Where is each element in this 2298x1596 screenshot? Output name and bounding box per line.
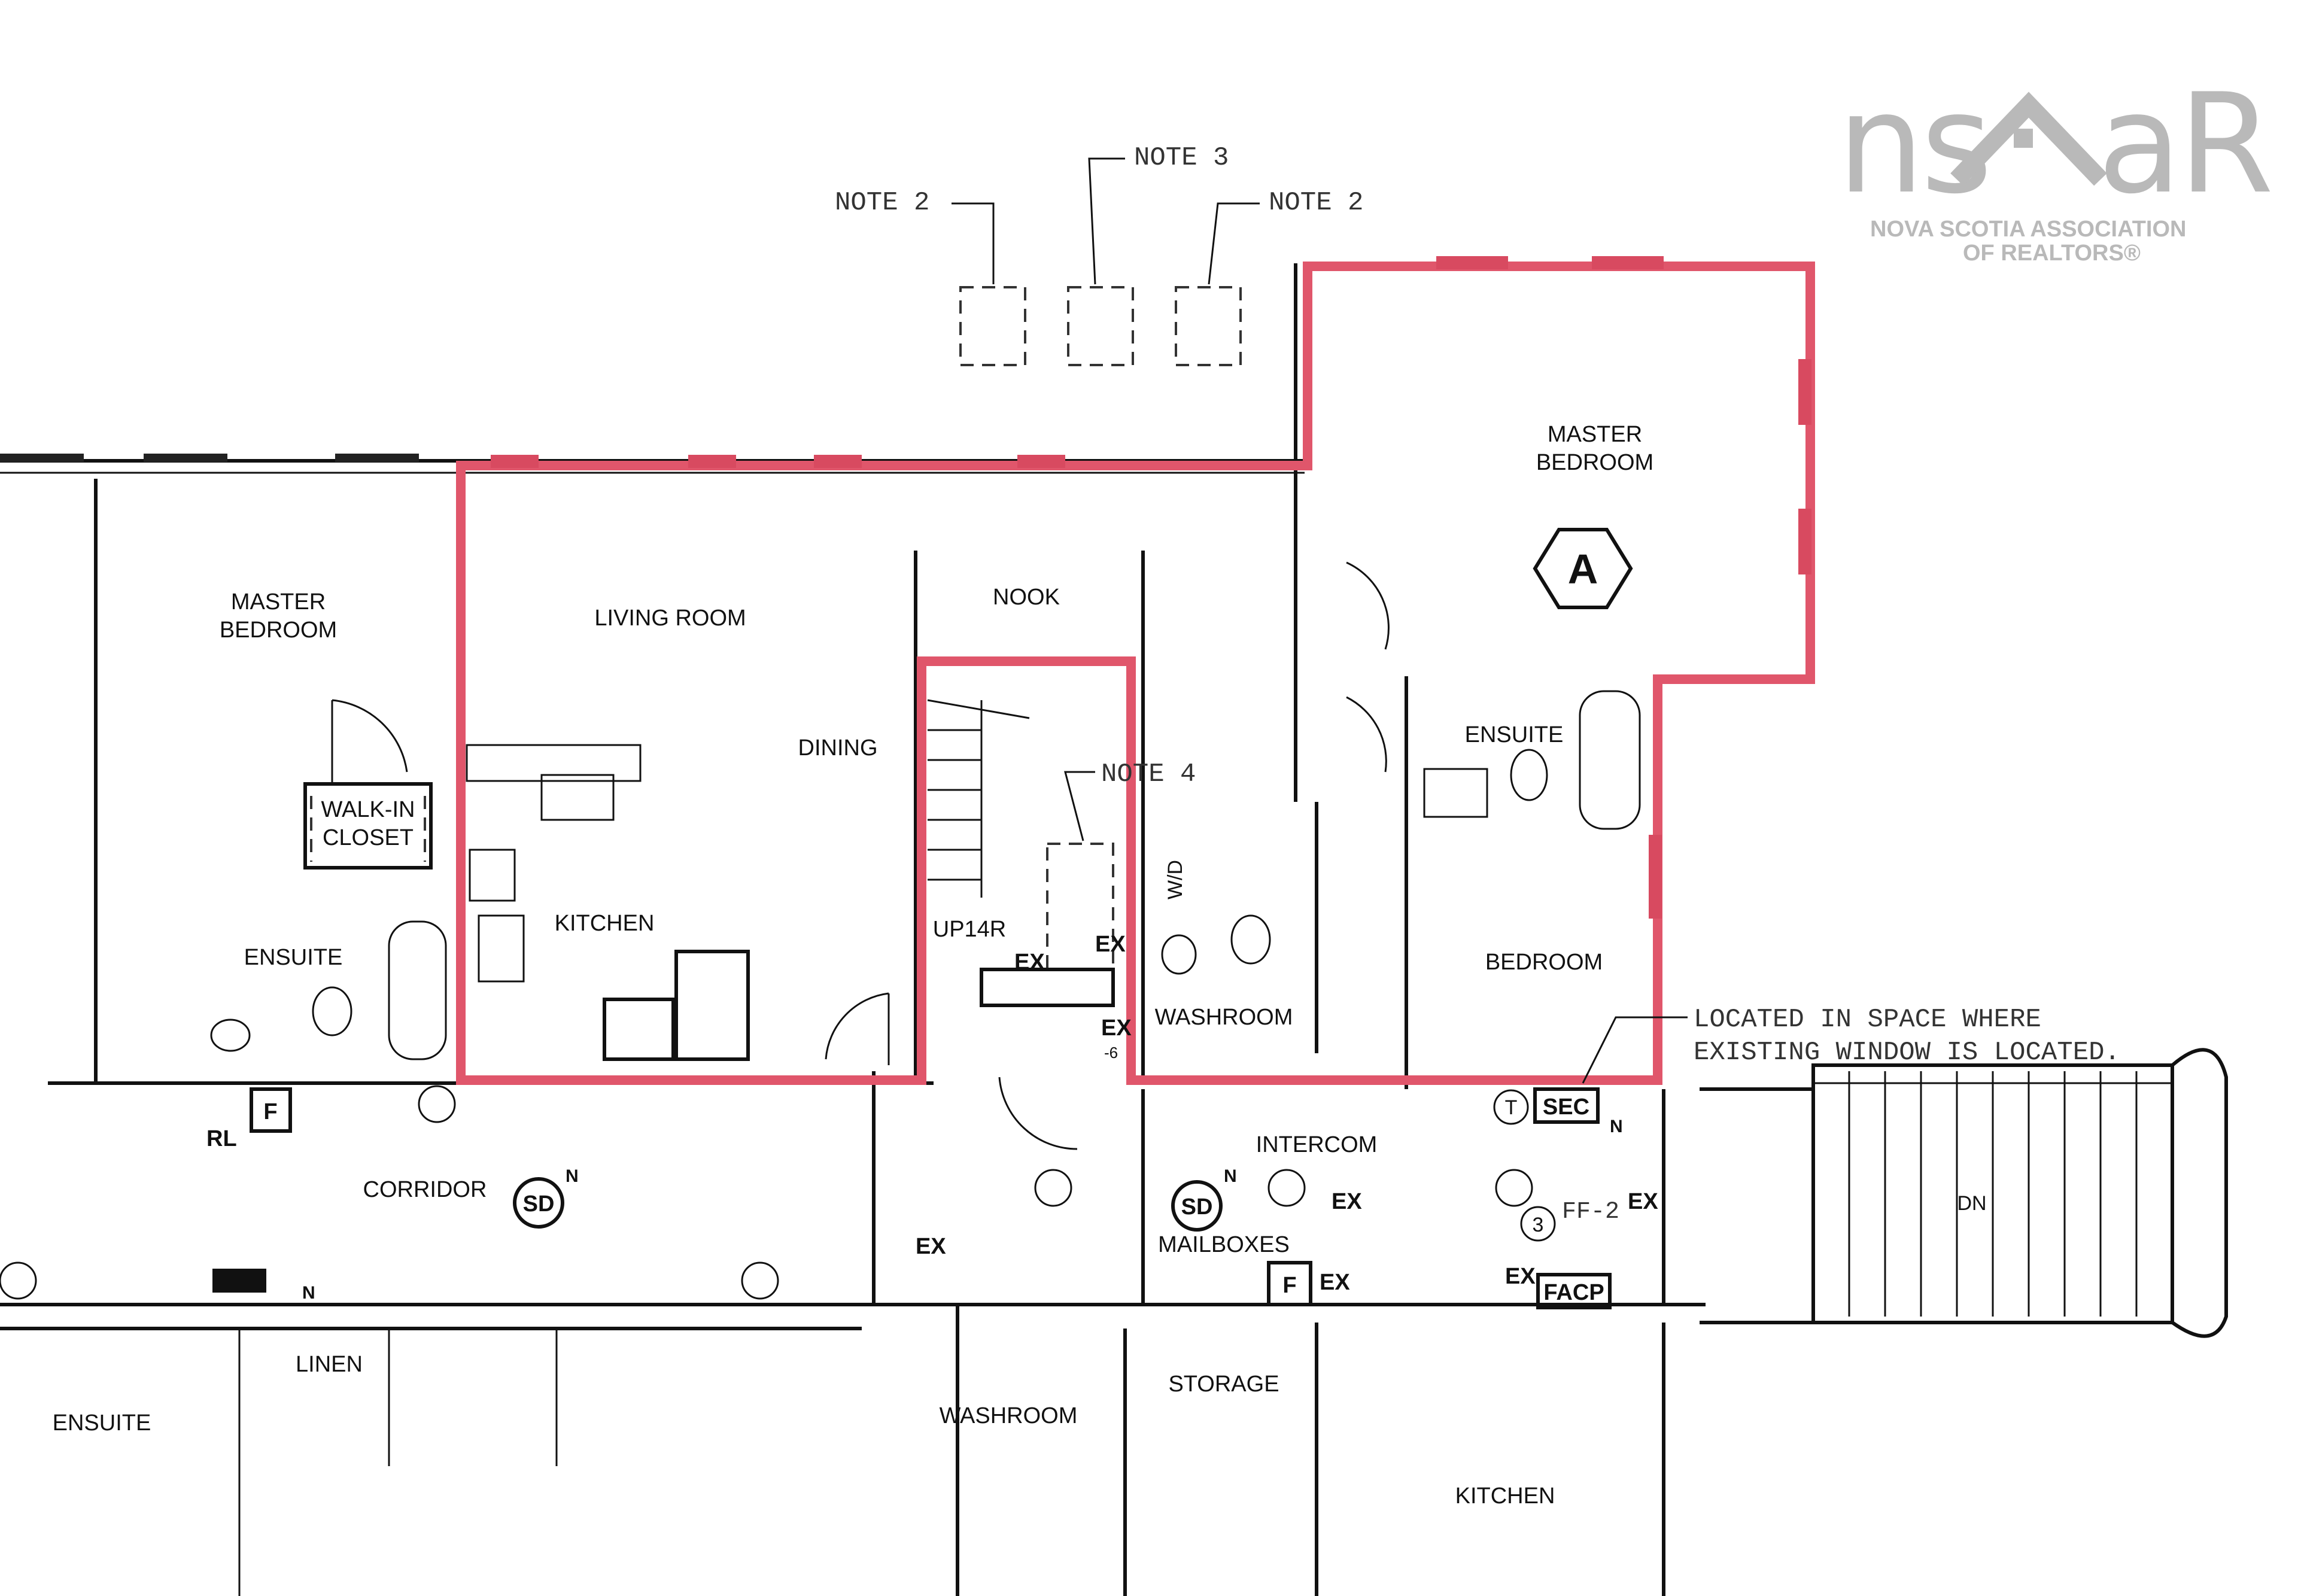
corridor-label: CORRIDOR — [363, 1177, 487, 1202]
kitchen-bottom-label: KITCHEN — [1455, 1483, 1555, 1509]
note-3: NOTE 3 — [1134, 143, 1229, 173]
ex-label: EX — [916, 1234, 946, 1259]
plan-notes: NOTE 4 LOCATED IN SPACE WHERE EXISTING W… — [1064, 759, 2120, 1084]
room-labels: MASTER BEDROOM LIVING ROOM NOOK MASTER B… — [53, 422, 1987, 1509]
window-note-line1: LOCATED IN SPACE WHERE — [1694, 1005, 2041, 1035]
sd-n-label: N — [566, 1166, 579, 1186]
f-label: F — [1282, 1273, 1296, 1298]
smoke-detector-icon — [1171, 1180, 1223, 1232]
notes-top: NOTE 2 NOTE 3 NOTE 2 — [835, 143, 1363, 366]
security-panel-icon — [1533, 1087, 1600, 1124]
light-fixture-icon — [1495, 1169, 1533, 1207]
master-bedroom-right-line2: BEDROOM — [1536, 450, 1653, 475]
note-box — [959, 286, 1026, 366]
dn-label: DN — [1957, 1192, 1986, 1215]
smoke-detector-icon — [513, 1177, 564, 1229]
bedroom-label: BEDROOM — [1485, 950, 1603, 975]
ensuite-bottom-label: ENSUITE — [53, 1410, 151, 1436]
washroom-bottom-label: WASHROOM — [940, 1403, 1078, 1428]
unit-marker: A — [1533, 528, 1633, 609]
exit-n-label: N — [302, 1283, 315, 1303]
ex-label: EX — [1101, 1016, 1132, 1041]
logo-line2: OF REALTORS® — [1963, 241, 2141, 266]
washroom-unit-label: WASHROOM — [1155, 1005, 1293, 1030]
ex-label: EX — [1095, 932, 1126, 957]
light-fixture-icon — [1267, 1169, 1306, 1207]
ex-label: EX — [1505, 1264, 1536, 1289]
nsar-logo: ns aR NOVA SCOTIA ASSOCIATION OF REALTOR… — [1837, 65, 2274, 266]
master-bedroom-right-line1: MASTER — [1548, 422, 1642, 447]
nook-label: NOOK — [993, 585, 1060, 610]
fire-alarm-icon — [1267, 1261, 1312, 1306]
unit-highlight — [456, 256, 1815, 1085]
wd-label: W/D — [1164, 860, 1187, 899]
living-room-label: LIVING ROOM — [594, 606, 746, 631]
note-box — [1067, 286, 1134, 366]
sec-n-label: N — [1610, 1117, 1623, 1136]
master-bedroom-left-line1: MASTER — [231, 589, 326, 615]
ex-label: EX — [1628, 1189, 1658, 1214]
light-fixture-icon — [741, 1261, 779, 1300]
fire-alarm-icon — [250, 1087, 292, 1133]
logo-line1: NOVA SCOTIA ASSOCIATION — [1870, 217, 2187, 242]
ensuite-right-label: ENSUITE — [1465, 722, 1564, 747]
intercom-label: INTERCOM — [1256, 1132, 1378, 1157]
ff2-label: FF-2 — [1562, 1199, 1619, 1226]
light-fixture-icon — [1034, 1169, 1072, 1207]
walk-in-closet-line1: WALK-IN — [321, 797, 415, 822]
circuit-marker-icon — [1520, 1206, 1556, 1242]
ex-label: EX — [1332, 1189, 1362, 1214]
sd-n-label: N — [1224, 1166, 1237, 1186]
logo-text-right: aR — [2098, 65, 2270, 224]
t-label: T — [1505, 1096, 1518, 1119]
mailboxes-label: MAILBOXES — [1158, 1232, 1290, 1257]
storage-label: STORAGE — [1168, 1372, 1279, 1397]
up14r-label: UP14R — [933, 917, 1007, 942]
window-note-line2: EXISTING WINDOW IS LOCATED. — [1694, 1038, 2120, 1068]
facp-label: FACP — [1543, 1280, 1604, 1305]
fire-alarm-panel-icon — [1536, 1273, 1612, 1309]
ex-label: EX — [1320, 1270, 1350, 1295]
house-icon — [1950, 92, 2107, 186]
logo-text-left: ns — [1837, 65, 1989, 224]
circuit-number: 3 — [1533, 1214, 1544, 1236]
ensuite-left-label: ENSUITE — [244, 945, 343, 970]
sec-label: SEC — [1543, 1095, 1589, 1120]
sd-label: SD — [1181, 1194, 1213, 1220]
note-2-right: NOTE 2 — [1269, 188, 1363, 218]
note-4: NOTE 4 — [1101, 759, 1196, 789]
exit-sign-icon — [212, 1269, 266, 1293]
light-fixture-icon — [0, 1261, 37, 1300]
master-bedroom-left-line2: BEDROOM — [220, 618, 337, 643]
dining-label: DINING — [798, 735, 878, 761]
sd-label: SD — [523, 1191, 555, 1217]
kitchen-unit-label: KITCHEN — [555, 911, 655, 936]
rl-label: RL — [206, 1126, 237, 1151]
light-fixture-icon — [418, 1085, 456, 1123]
f-label: F — [263, 1099, 277, 1124]
linen-label: LINEN — [296, 1352, 363, 1377]
note-box — [1175, 286, 1242, 366]
note-2-left: NOTE 2 — [835, 188, 929, 218]
ex-label: EX — [1014, 950, 1045, 975]
symbols: SD N SD N F RL F EX EX EX EX -6 EX EX EX… — [0, 932, 1658, 1309]
ex-sub-label: -6 — [1104, 1044, 1118, 1062]
walk-in-closet-line2: CLOSET — [323, 825, 414, 850]
thermostat-icon — [1493, 1089, 1529, 1125]
unit-letter: A — [1568, 546, 1598, 592]
